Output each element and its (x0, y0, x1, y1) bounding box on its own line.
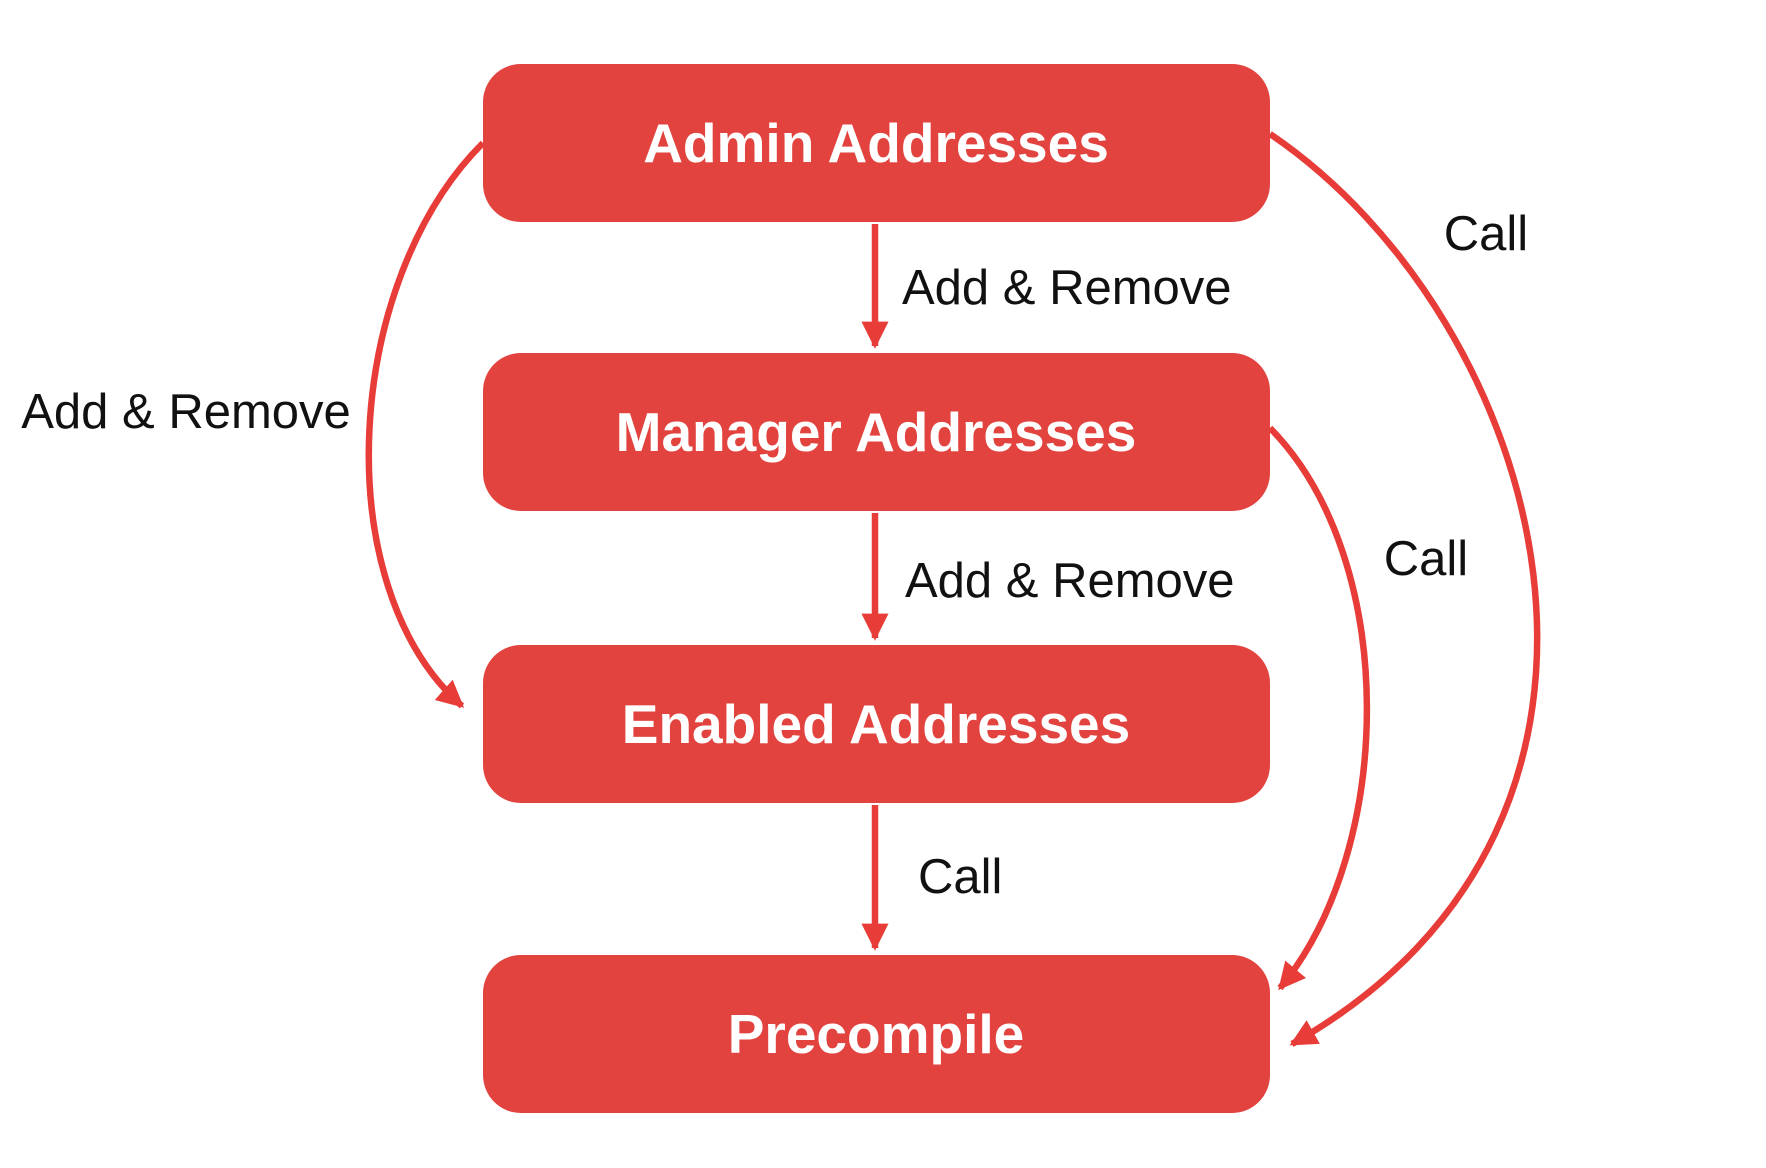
edge-label-enabled-precompile: Call (918, 850, 1002, 904)
node-admin-addresses-label: Admin Addresses (643, 112, 1109, 174)
edge-label-manager-enabled: Add & Remove (905, 554, 1235, 608)
node-enabled-addresses-box (483, 645, 1270, 803)
node-admin-addresses-box (483, 64, 1270, 222)
nodes-layer: Admin Addresses Manager Addresses Enable… (483, 64, 1270, 1113)
edge-admin-to-precompile (1268, 131, 1541, 1047)
node-enabled-addresses: Enabled Addresses (483, 645, 1270, 803)
edge-admin-to-enabled (365, 140, 486, 709)
edges-layer (365, 131, 1541, 1047)
node-manager-addresses: Manager Addresses (483, 353, 1270, 511)
node-manager-addresses-box (483, 353, 1270, 511)
node-manager-addresses-label: Manager Addresses (616, 401, 1137, 463)
node-enabled-addresses-label: Enabled Addresses (622, 693, 1130, 755)
edge-label-manager-precompile: Call (1384, 532, 1468, 586)
edge-label-admin-precompile: Call (1444, 207, 1528, 261)
edge-manager-to-precompile (1267, 425, 1371, 991)
node-precompile: Precompile (483, 955, 1270, 1113)
edge-labels-layer: Add & Remove Add & Remove Call Add & Rem… (21, 207, 1528, 904)
node-precompile-box (483, 955, 1270, 1113)
edge-label-admin-enabled: Add & Remove (21, 385, 351, 439)
node-admin-addresses: Admin Addresses (483, 64, 1270, 222)
edge-label-admin-manager: Add & Remove (902, 261, 1232, 315)
node-precompile-label: Precompile (728, 1003, 1025, 1065)
